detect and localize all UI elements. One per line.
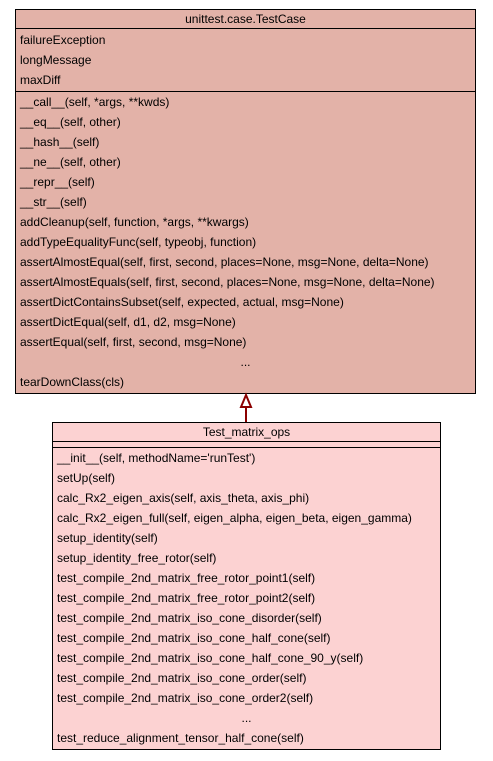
method-row: __call__(self, *args, **kwds) <box>20 95 170 109</box>
ellipsis-row: ... <box>241 711 252 725</box>
method-row: assertEqual(self, first, second, msg=Non… <box>20 335 247 349</box>
class-box-testcase: unittest.case.TestCase failureException l… <box>15 9 476 394</box>
methods-compartment-test-matrix-ops: __init__(self, methodName='runTest') setU… <box>53 448 440 748</box>
method-row: test_compile_2nd_matrix_iso_cone_order(s… <box>57 671 307 685</box>
method-row: addTypeEqualityFunc(self, typeobj, funct… <box>20 235 257 249</box>
method-row: __eq__(self, other) <box>20 115 121 129</box>
method-row: tearDownClass(cls) <box>20 375 125 389</box>
class-title-testcase: unittest.case.TestCase <box>16 10 475 29</box>
inheritance-arrowhead <box>239 392 253 408</box>
class-box-test-matrix-ops: Test_matrix_ops __init__(self, methodNam… <box>52 422 441 750</box>
method-row: __ne__(self, other) <box>20 155 121 169</box>
method-row: assertAlmostEquals(self, first, second, … <box>20 275 435 289</box>
method-row: __repr__(self) <box>20 175 95 189</box>
attribute-row: maxDiff <box>20 73 61 87</box>
method-row: calc_Rx2_eigen_full(self, eigen_alpha, e… <box>57 511 412 525</box>
attribute-row: longMessage <box>20 53 92 67</box>
method-row: assertDictEqual(self, d1, d2, msg=None) <box>20 315 236 329</box>
method-row: test_compile_2nd_matrix_iso_cone_half_co… <box>57 651 364 665</box>
method-row: addCleanup(self, function, *args, **kwar… <box>20 215 249 229</box>
methods-compartment-testcase: __call__(self, *args, **kwds) __eq__(self… <box>16 92 475 392</box>
method-row: calc_Rx2_eigen_axis(self, axis_theta, ax… <box>57 491 310 505</box>
method-row: test_reduce_alignment_tensor_half_cone(s… <box>57 731 304 745</box>
method-row: test_compile_2nd_matrix_iso_cone_disorde… <box>57 611 322 625</box>
attributes-compartment-testcase: failureException longMessage maxDiff <box>16 29 475 92</box>
method-row: setup_identity(self) <box>57 531 158 545</box>
method-row: test_compile_2nd_matrix_iso_cone_order2(… <box>57 691 314 705</box>
inheritance-arrow <box>239 392 253 423</box>
attribute-row: failureException <box>20 33 106 47</box>
method-row: setUp(self) <box>57 471 116 485</box>
method-row: __hash__(self) <box>20 135 100 149</box>
method-row: test_compile_2nd_matrix_free_rotor_point… <box>57 571 316 585</box>
attributes-compartment-test-matrix-ops <box>53 442 440 448</box>
method-row: test_compile_2nd_matrix_free_rotor_point… <box>57 591 316 605</box>
class-title-test-matrix-ops: Test_matrix_ops <box>53 423 440 442</box>
ellipsis-row: ... <box>240 355 251 369</box>
method-row: setup_identity_free_rotor(self) <box>57 551 217 565</box>
method-row: __str__(self) <box>20 195 87 209</box>
method-row: assertAlmostEqual(self, first, second, p… <box>20 255 429 269</box>
method-row: assertDictContainsSubset(self, expected,… <box>20 295 344 309</box>
method-row: test_compile_2nd_matrix_iso_cone_half_co… <box>57 631 331 645</box>
method-row: __init__(self, methodName='runTest') <box>57 451 256 465</box>
